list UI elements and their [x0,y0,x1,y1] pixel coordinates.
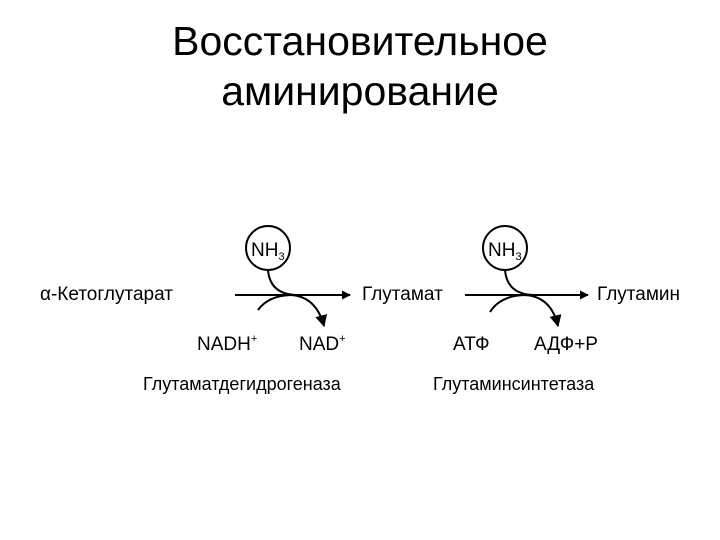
enzyme-1-label: Глутаматдегидрогеназа [143,374,342,394]
reaction-1: NH3 α-Кетоглутарат Глутамат NADH+ NAD+ Г… [40,225,443,394]
cofactor-curve-2 [489,293,562,328]
nadh-label: NADH+ [197,333,257,355]
nad-label: NAD+ [299,333,346,355]
nh3-curve-2 [504,269,534,296]
nh3-label-2: NH3 [488,240,522,263]
nh3-curve-1 [267,269,297,296]
title-line-1: Восстановительное [172,18,548,64]
nh3-label-1: NH3 [251,240,285,263]
product-glutamate: Глутамат [362,284,443,305]
title-line-2: аминирование [221,68,499,114]
reaction-2: NH3 Глутамин АТФ АДФ+Р Глутаминсинтетаза [433,225,680,394]
atp-label: АТФ [453,334,490,355]
enzyme-2-label: Глутаминсинтетаза [433,374,595,394]
product-glutamine: Глутамин [597,284,680,305]
substrate-label: α-Кетоглутарат [40,284,173,305]
slide-title: Восстановительное аминирование [0,16,720,116]
cofactor-curve-1 [257,293,328,328]
adp-label: АДФ+Р [534,334,598,355]
